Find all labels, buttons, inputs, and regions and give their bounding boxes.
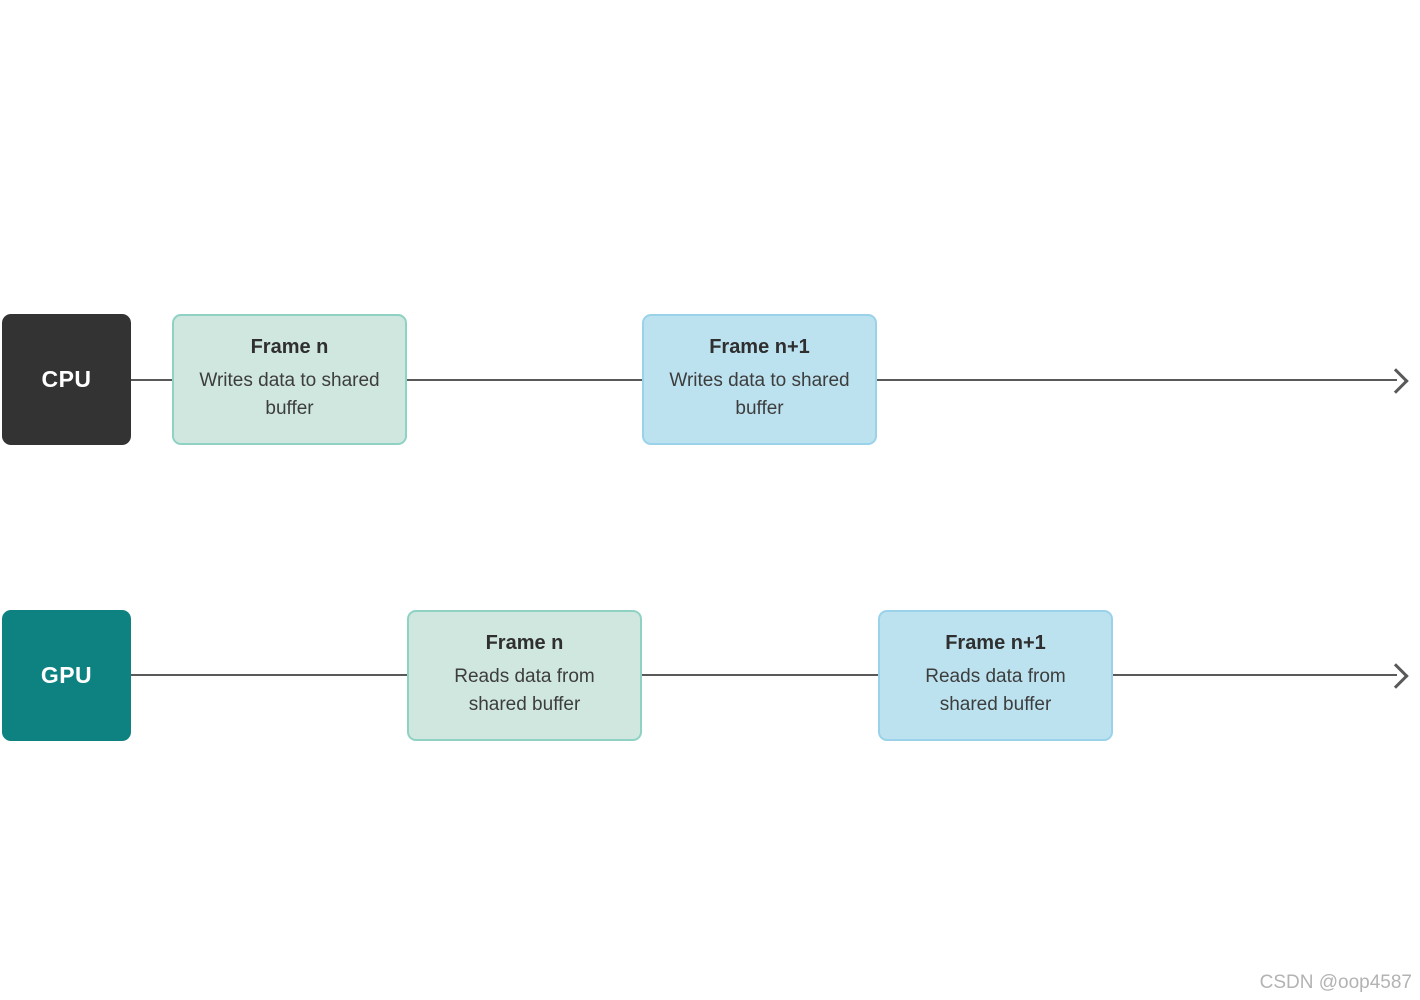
gpu-frame-n-box: Frame n Reads data from shared buffer [407, 610, 642, 741]
gpu-frame-n-desc: Reads data from shared buffer [454, 666, 595, 715]
cpu-frame-n1-desc: Writes data to shared buffer [669, 370, 850, 419]
gpu-frame-n-title: Frame n [485, 632, 564, 655]
gpu-lane-box: GPU [2, 610, 131, 741]
watermark: CSDN @oop4587 [1259, 972, 1412, 993]
cpu-frame-n1-title: Frame n+1 [709, 336, 810, 359]
cpu-frame-n-box: Frame n Writes data to shared buffer [172, 314, 407, 445]
cpu-timeline-arrowhead-icon [1383, 368, 1409, 394]
gpu-frame-n1-box: Frame n+1 Reads data from shared buffer [878, 610, 1113, 741]
gpu-frame-n1-desc: Reads data from shared buffer [925, 666, 1066, 715]
cpu-frame-n-title: Frame n [250, 336, 329, 359]
gpu-frame-n1-title: Frame n+1 [945, 632, 1046, 655]
cpu-lane-box: CPU [2, 314, 131, 445]
cpu-frame-n-desc: Writes data to shared buffer [199, 370, 380, 419]
cpu-frame-n1-box: Frame n+1 Writes data to shared buffer [642, 314, 877, 445]
gpu-timeline-line [131, 674, 1397, 676]
gpu-lane-label: GPU [40, 662, 93, 688]
cpu-lane-label: CPU [41, 366, 92, 392]
gpu-timeline-arrowhead-icon [1383, 663, 1409, 689]
